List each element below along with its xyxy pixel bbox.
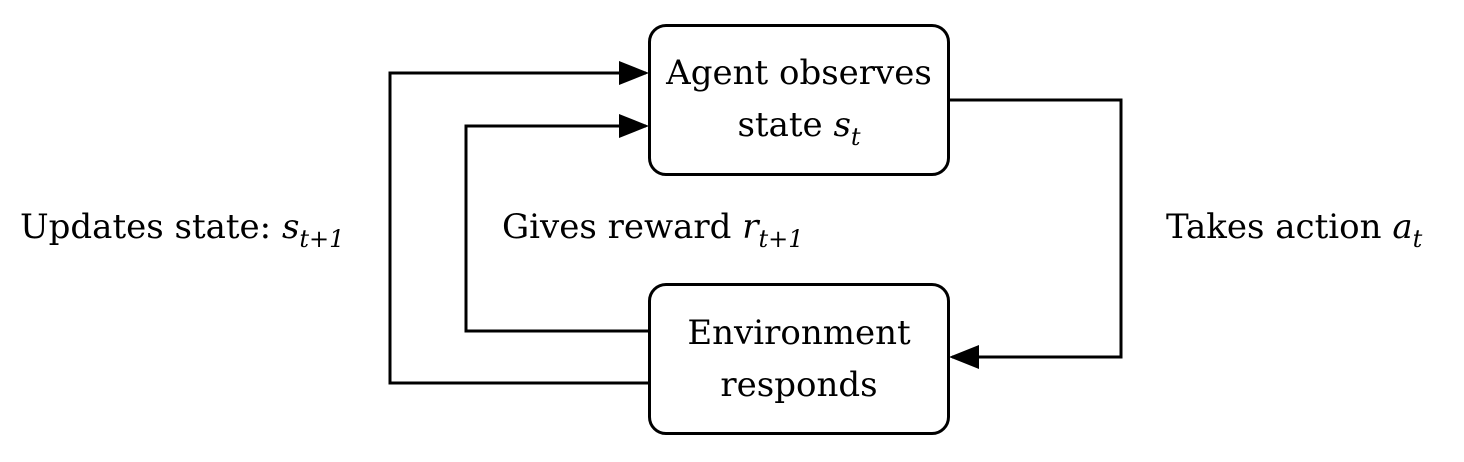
agent-node-line1: Agent observes: [666, 52, 932, 93]
gives-reward-variable: r: [742, 207, 759, 247]
environment-node-line1: Environment: [687, 313, 911, 353]
updates-state-text: Updates state:: [20, 207, 282, 247]
agent-node-line2: state st: [737, 99, 860, 154]
agent-state-variable: s: [833, 104, 851, 145]
environment-node-line2: responds: [720, 365, 878, 405]
gives-reward-text: Gives reward: [502, 207, 743, 247]
agent-node: Agent observes state st: [648, 24, 950, 176]
edge-gives-reward-arrow: [464, 114, 649, 333]
edge-label-updates-state: Updates state: st+1: [20, 207, 345, 253]
edge-label-takes-action: Takes action at: [1166, 207, 1423, 253]
takes-action-subscript: t: [1412, 225, 1423, 253]
updates-state-variable: s: [281, 207, 300, 247]
agent-state-subscript: t: [850, 122, 861, 151]
updates-state-subscript: t+1: [299, 225, 345, 253]
takes-action-text: Takes action: [1166, 207, 1393, 247]
gives-reward-subscript: t+1: [758, 225, 804, 253]
edge-takes-action-arrow: [949, 98, 1123, 369]
environment-node: Environment responds: [648, 283, 950, 435]
takes-action-variable: a: [1392, 207, 1413, 247]
edge-updates-state-arrow: [388, 61, 649, 385]
edge-label-gives-reward: Gives reward rt+1: [502, 207, 804, 253]
agent-node-line2-text: state: [737, 104, 834, 145]
